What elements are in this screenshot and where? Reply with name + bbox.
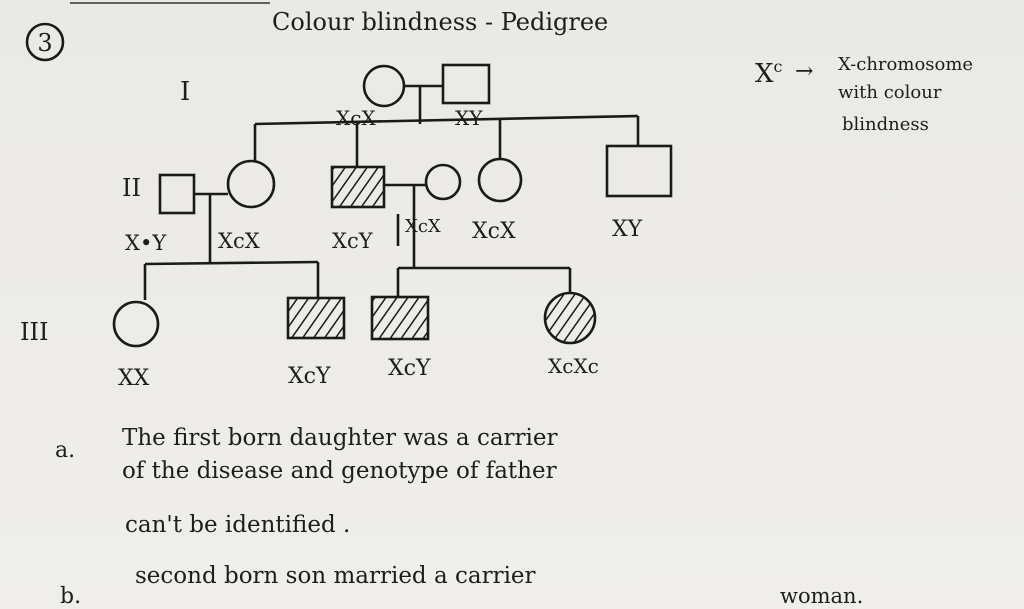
gen2-son2-genotype: XY: [612, 217, 643, 242]
gen2-husband-square: [158, 173, 196, 215]
gen3-daughter-affected-circle: [543, 291, 597, 345]
gen3-daughter-genotype: XX: [118, 366, 150, 391]
gen2-son2-square: [605, 144, 673, 198]
gen3-son1-genotype: XcY: [288, 364, 331, 389]
gen2-son-wife-circle: [424, 163, 462, 201]
note-a-line-1: The first born daughter was a carrier: [122, 425, 557, 451]
gen3-son1-square: [286, 296, 346, 340]
legend-symbol: Xc: [755, 57, 783, 89]
gen2-daughter-genotype: XcX: [218, 229, 260, 253]
gen1-father-genotype: XY: [455, 106, 483, 130]
gen3-daughter-circle: [112, 300, 160, 348]
diagram-title: Colour blindness - Pedigree: [272, 8, 608, 36]
note-a-label: a.: [55, 438, 75, 463]
gen2-daughter2-genotype: XcX: [472, 219, 516, 244]
gen3-son2-genotype: XcY: [388, 356, 431, 381]
gen2-husband-genotype: X•Y: [125, 231, 167, 255]
generation-label-1: I: [180, 77, 190, 107]
question-number: 3: [37, 29, 52, 57]
legend-line-1: X-chromosome: [838, 54, 973, 75]
note-a-line-2: of the disease and genotype of father: [122, 458, 557, 484]
generation-label-3: III: [20, 318, 48, 346]
generation-label-2: II: [122, 174, 141, 202]
gen1-mother-circle: [362, 64, 406, 108]
legend-arrow: →: [795, 59, 813, 84]
gen3-son2-square: [370, 295, 430, 341]
legend-line-2: with colour: [838, 82, 942, 103]
gen2-daughter2-circle: [477, 157, 523, 203]
legend-line-3: blindness: [842, 114, 929, 135]
note-b-line-1: second born son married a carrier: [135, 563, 536, 589]
gen2-son-affected-genotype: XcY: [332, 229, 374, 253]
gen2-son-affected-square: [330, 165, 386, 209]
gen3-daughter-affected-genotype: XcXc: [548, 354, 599, 378]
gen2-son-wife-genotype: XcX: [405, 216, 441, 237]
note-b-label: b.: [60, 584, 81, 609]
gen1-father-square: [441, 63, 491, 105]
question-number-circle: [25, 22, 65, 62]
gen2-daughter-circle: [226, 159, 276, 209]
gen2-sibship-line: [254, 114, 639, 126]
gen3-sibship-line-left: [144, 260, 319, 266]
note-b-line-2: woman.: [780, 584, 863, 608]
note-a-line-3: can't be identified .: [125, 512, 350, 538]
